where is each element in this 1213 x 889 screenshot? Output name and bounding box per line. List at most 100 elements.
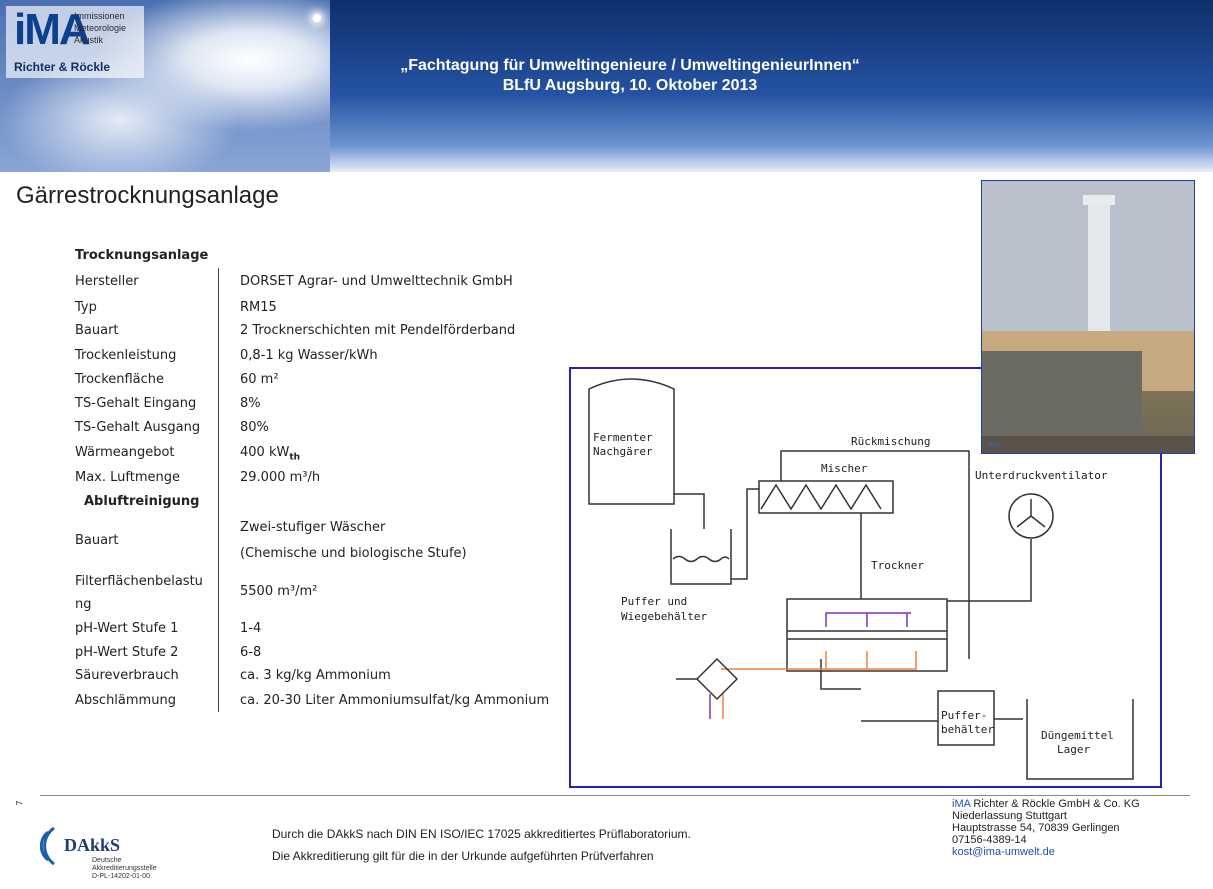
return-pipe — [780, 450, 970, 659]
imprint-line: Niederlassung Stuttgart — [952, 810, 1067, 822]
star-decoration — [313, 14, 321, 22]
row-value: DORSET Agrar- und Umwelttechnik GmbH — [240, 274, 513, 289]
row-label: Wärmeangebot — [75, 445, 175, 460]
row-label: TS-Gehalt Eingang — [75, 396, 197, 411]
fan-blades — [1016, 499, 1046, 528]
conference-title: „Fachtagung für Umweltingenieure / Umwel… — [400, 57, 860, 74]
storage-label: Lager — [1057, 743, 1090, 756]
ground — [982, 436, 1194, 453]
section-heading: Trocknungsanlage — [75, 248, 209, 263]
table-separator — [218, 268, 219, 712]
dakks-logo-svg: DAkkS Deutsche Akkreditierungsstelle D-P… — [39, 826, 157, 880]
fertilizer-storage — [1026, 699, 1134, 780]
buffer-container-label: behälter — [941, 723, 994, 736]
imprint-brand: iMA — [952, 798, 971, 810]
dakks-logo: DAkkS Deutsche Akkreditierungsstelle D-P… — [39, 804, 220, 884]
row-label: Trockenfläche — [75, 372, 165, 387]
row-label: Filterflächenbelastu — [75, 574, 203, 589]
photo-tag: iMA — [988, 442, 1000, 449]
orange-flow — [721, 651, 917, 670]
imprint-company-line: iMA Richter & Röckle GmbH & Co. KG — [952, 798, 1140, 810]
row-value: ca. 3 kg/kg Ammonium — [240, 668, 391, 683]
fan-label: Unterdruckventilator — [975, 469, 1108, 482]
page-number: 7 — [14, 800, 25, 806]
storage-label: Düngemittel — [1041, 729, 1114, 742]
row-label: Typ — [75, 300, 97, 315]
logo-line: Akustik — [74, 35, 104, 45]
buffer-label: Wiegebehälter — [621, 610, 707, 623]
header-banner: iMA Immissionen Meteorologie Akustik Ric… — [0, 0, 1213, 172]
pipe-fermenter — [674, 493, 705, 529]
conference-subtitle: BLfU Augsburg, 10. Oktober 2013 — [502, 77, 758, 94]
row-value: 80% — [240, 420, 269, 435]
row-value: 29.000 m³/h — [240, 470, 321, 485]
liquid-surface — [672, 555, 730, 563]
row-value: 1-4 — [240, 621, 262, 636]
dakks-line: D-PL-14202-01-00 — [92, 873, 150, 880]
buffer-tank — [670, 529, 732, 585]
row-value: (Chemische und biologische Stufe) — [240, 546, 467, 561]
imprint-line: Hauptstrasse 54, 70839 Gerlingen — [952, 822, 1120, 834]
section-heading: Abluftreinigung — [84, 494, 200, 509]
row-value-main: 400 kW — [240, 445, 290, 460]
row-label: ng — [75, 597, 92, 612]
row-value: 60 m² — [240, 372, 279, 387]
fermenter-tank — [588, 378, 675, 505]
exhaust-pipe — [947, 539, 1032, 602]
dakks-line: Akkreditierungsstelle — [92, 865, 157, 872]
row-value-subscript: th — [289, 452, 301, 463]
ima-logo — [6, 6, 144, 78]
pipe-buffer-mixer — [731, 488, 759, 580]
dryer-box — [786, 598, 948, 672]
row-label: pH-Wert Stufe 1 — [75, 621, 179, 636]
logo-line: Meteorologie — [74, 23, 127, 33]
row-value: 400 kWth — [240, 445, 300, 463]
mixer-label: Mischer — [821, 462, 868, 475]
row-value: 6-8 — [240, 645, 262, 660]
company-imprint: iMA Richter & Röckle GmbH & Co. KG Niede… — [952, 798, 1140, 858]
imprint-company: Richter & Röckle GmbH & Co. KG — [970, 798, 1140, 810]
mixer-box — [758, 480, 894, 514]
row-label: Max. Luftmenge — [75, 470, 180, 485]
buffer-container-label: Puffer- — [941, 709, 987, 722]
row-value: 5500 m³/m² — [240, 584, 318, 599]
row-label: Säureverbrauch — [75, 668, 179, 683]
mixer-screw — [760, 483, 882, 511]
row-value: 0,8-1 kg Wasser/kWh — [240, 348, 378, 363]
row-label: pH-Wert Stufe 2 — [75, 645, 179, 660]
fermenter-label: Nachgärer — [593, 445, 653, 458]
row-value: 8% — [240, 396, 261, 411]
return-label: Rückmischung — [851, 435, 930, 448]
row-label: Bauart — [75, 323, 119, 338]
logo-ima-text: iMA — [14, 5, 91, 54]
heat-exchanger — [695, 657, 739, 701]
row-label: Hersteller — [75, 274, 139, 289]
buffer-label: Puffer und — [621, 595, 687, 608]
logo-company: Richter & Röckle — [14, 60, 111, 74]
row-label: TS-Gehalt Ausgang — [75, 420, 201, 435]
row-value: Zwei-stufiger Wäscher — [240, 520, 386, 535]
row-value: ca. 20-30 Liter Ammoniumsulfat/kg Ammoni… — [240, 693, 550, 708]
purple-flow — [825, 612, 911, 627]
footer-divider — [40, 795, 1190, 796]
row-value: RM15 — [240, 300, 277, 315]
chimney-top — [1083, 195, 1115, 205]
row-label: Abschlämmung — [75, 693, 176, 708]
row-label: Bauart — [75, 533, 119, 548]
slide-title: Gärrestrocknungsanlage — [16, 182, 279, 209]
container-block — [982, 351, 1142, 441]
accreditation-text: Die Akkreditierung gilt für die in der U… — [272, 849, 654, 863]
process-diagram-svg: Fermenter Nachgärer Puffer und Wiegebehä… — [588, 378, 1134, 780]
fermenter-label: Fermenter — [593, 431, 653, 444]
fan-icon — [1008, 493, 1054, 539]
dryer-label: Trockner — [871, 559, 924, 572]
row-value: 2 Trocknerschichten mit Pendelförderband — [240, 323, 516, 338]
row-label: Trockenleistung — [75, 348, 177, 363]
dryer-outlet — [820, 659, 861, 690]
email-link[interactable]: kost@ima-umwelt.de — [952, 846, 1055, 858]
logo-line: Immissionen — [74, 11, 125, 21]
dakks-name: DAkkS — [64, 835, 120, 855]
dakks-line: Deutsche — [92, 857, 122, 864]
chimney — [1088, 201, 1110, 351]
plant-photo: iMA — [981, 180, 1195, 454]
